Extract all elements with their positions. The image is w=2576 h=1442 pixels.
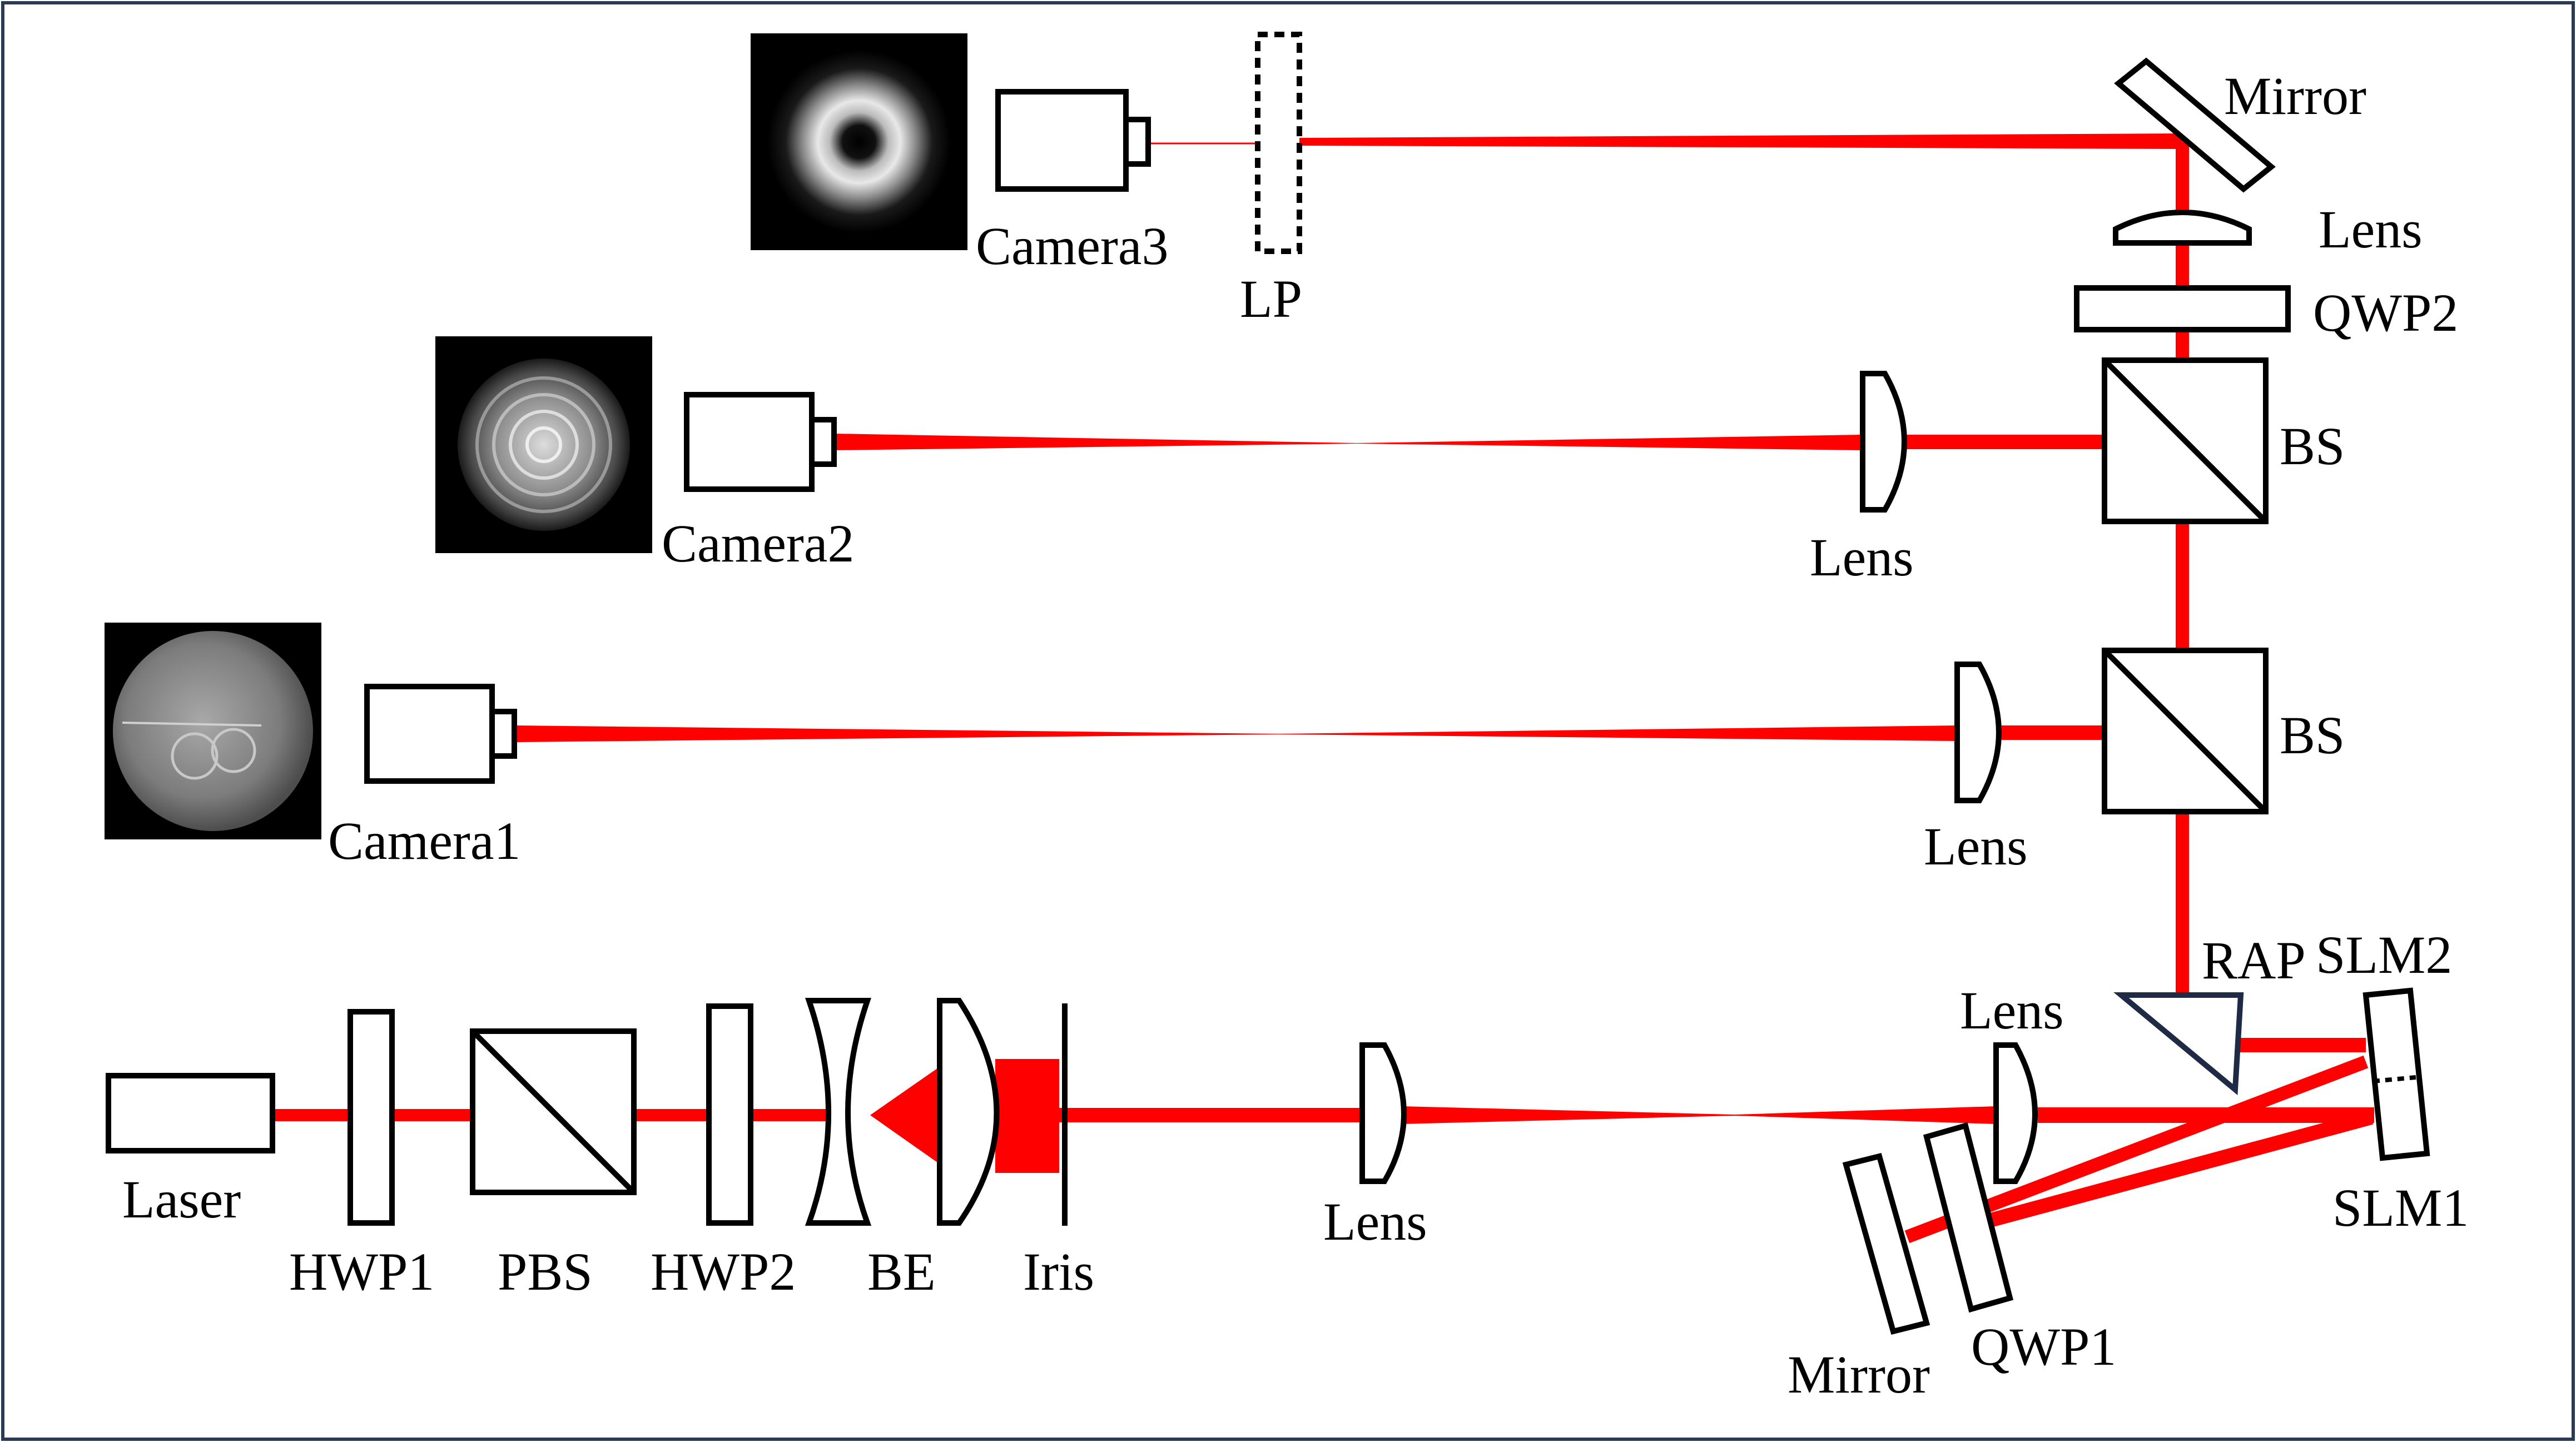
qwp1-plate — [1923, 1122, 2014, 1313]
label-mirror-top: Mirror — [2224, 66, 2366, 126]
label-bs-lower: BS — [2280, 705, 2345, 765]
beam-paths — [272, 133, 2374, 1244]
label-lens-mid: Lens — [1323, 1192, 1427, 1251]
bs-upper-cube — [2102, 357, 2269, 524]
mirror-bottom — [1842, 1152, 1930, 1335]
camera3 — [995, 89, 1151, 192]
label-laser: Laser — [122, 1170, 241, 1229]
bs-lower-cube — [2102, 648, 2269, 814]
laser-source — [106, 1073, 275, 1153]
slm-device — [2362, 987, 2430, 1161]
label-slm2: SLM2 — [2316, 925, 2452, 984]
label-hwp2: HWP2 — [651, 1242, 796, 1301]
label-be: BE — [867, 1242, 936, 1301]
label-bs-upper: BS — [2280, 416, 2345, 476]
label-lens-camera2: Lens — [1810, 528, 1914, 587]
label-rap: RAP — [2202, 931, 2306, 990]
qwp2-plate — [2074, 285, 2291, 332]
camera3-image — [751, 33, 967, 250]
label-camera1: Camera1 — [328, 811, 521, 871]
label-qwp1: QWP1 — [1971, 1317, 2116, 1376]
hwp2-plate — [706, 1003, 753, 1226]
be-concave-lens — [805, 998, 872, 1226]
label-hwp1: HWP1 — [289, 1242, 434, 1301]
camera1-image — [105, 623, 321, 839]
label-lens-top: Lens — [2319, 200, 2423, 259]
label-mirror-bottom: Mirror — [1788, 1345, 1930, 1404]
hwp1-plate — [348, 1009, 395, 1226]
label-lp: LP — [1240, 269, 1302, 329]
label-camera2: Camera2 — [662, 514, 855, 573]
label-lens-slm: Lens — [1960, 981, 2064, 1040]
label-iris: Iris — [1023, 1242, 1094, 1301]
label-pbs: PBS — [498, 1242, 593, 1301]
camera2-image — [435, 336, 652, 553]
lens-top — [2113, 210, 2252, 246]
label-qwp2: QWP2 — [2313, 283, 2458, 342]
lp-polarizer — [1255, 32, 1302, 254]
label-lens-camera1: Lens — [1924, 817, 2028, 876]
camera2 — [684, 392, 837, 492]
label-slm1: SLM1 — [2332, 1178, 2469, 1237]
lens-camera1 — [1954, 662, 2002, 803]
lens-mid — [1359, 1042, 1407, 1184]
lens-slm — [1993, 1042, 2038, 1184]
be-convex-lens — [937, 998, 1000, 1226]
rap-prism — [2113, 992, 2244, 1096]
pbs-cube — [470, 1028, 637, 1195]
mirror-top — [2114, 57, 2276, 193]
label-camera3: Camera3 — [976, 216, 1169, 276]
camera1 — [364, 684, 517, 784]
lens-camera2 — [1860, 371, 1907, 513]
